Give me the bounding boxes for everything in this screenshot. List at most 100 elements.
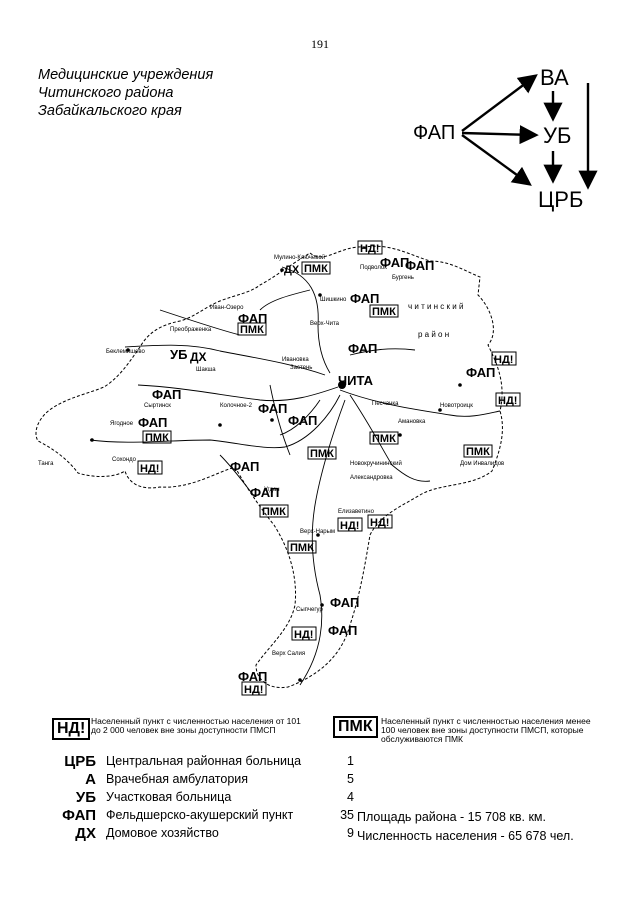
- place-label: Угдан: [264, 487, 280, 493]
- legend-name: Центральная районная больница: [106, 754, 302, 768]
- legend-name: Домовое хозяйство: [106, 826, 219, 840]
- place-label: Песчанка: [372, 401, 399, 407]
- map-nd-north: НД!: [360, 243, 379, 255]
- legend-name: Врачебная амбулатория: [106, 772, 249, 786]
- map-dh-pmk-north: ДХ: [284, 264, 300, 276]
- place-label: Новотроицк: [440, 403, 473, 409]
- map-fap-37: ФАП: [238, 669, 267, 684]
- legend-nd-symbol: НД!: [52, 718, 91, 740]
- legend-abbr: ФАП: [62, 806, 96, 824]
- map-fap-verh-chita: ФАП: [348, 341, 377, 356]
- map-nd-south-1: НД!: [340, 520, 359, 532]
- place-label: Новокручининский: [350, 460, 402, 467]
- map-fap-north-2: ФАП: [405, 258, 434, 273]
- legend-count: 35: [340, 808, 354, 822]
- legend-count: 4: [347, 790, 354, 804]
- place-label: Колочное-2: [220, 403, 253, 409]
- legend-count: 9: [347, 826, 354, 840]
- place-label: Ивановка: [282, 357, 309, 363]
- map-pmk-east: ПМК: [466, 446, 490, 458]
- legend-pmk-text: Населенный пункт с численностью населени…: [381, 716, 591, 744]
- scheme-fap-label: ФАП: [413, 122, 455, 144]
- district-border: [35, 245, 503, 689]
- map-ub-west: УБ: [170, 347, 187, 362]
- scheme-ub-label: УБ: [543, 123, 571, 148]
- legend-name: Фельдшерско-акушерский пункт: [106, 808, 294, 822]
- map-pmk-19: ПМК: [240, 324, 264, 336]
- map-pmk-south-1: ПМК: [262, 506, 286, 518]
- settlement-dots: [90, 268, 462, 682]
- map-pmk-center: ПМК: [310, 448, 334, 460]
- map-fap-south-1: ФАП: [250, 485, 279, 500]
- place-label: Верх-Чита: [310, 321, 340, 327]
- map-fap-20: ФАП: [152, 387, 181, 402]
- map-fap-21: ФАП: [138, 415, 167, 430]
- district-stats: Площадь района - 15 708 кв. км. Численно…: [357, 808, 574, 846]
- map-nd-south-2: НД!: [370, 517, 389, 529]
- map-city-label: ЧИТА: [338, 373, 374, 388]
- map-pmk-north: ПМК: [304, 263, 328, 275]
- map-fap-north-1: ФАП: [380, 255, 409, 270]
- map-nd-22: НД!: [140, 463, 159, 475]
- map-symbols: ДХ ПМК НД! ФАП ФАП ФАП ПМК ФАП ПМК ФАП У…: [137, 240, 521, 696]
- map-nd-south-3: НД!: [294, 629, 313, 641]
- place-label: Мулино-Ключевой: [274, 254, 325, 261]
- map-dh-west: ДХ: [190, 350, 207, 364]
- map-nd-south-4: НД!: [244, 684, 263, 696]
- scheme-crb-label: ЦРБ: [538, 187, 583, 212]
- title-line-2: Читинского района: [38, 85, 174, 101]
- title-line-3: Забайкальского края: [38, 103, 182, 119]
- legend-abbr: А: [85, 770, 96, 788]
- map-fap-center-3: ФАП: [230, 459, 259, 474]
- legend-abbr: УБ: [75, 788, 96, 806]
- place-label: Сохондо: [112, 457, 137, 463]
- legend-row: УБ Участковая больница 4: [40, 788, 354, 806]
- map-title: Медицинские учреждения Читинского района…: [38, 66, 213, 120]
- map-pmk-amanovka: ПМК: [372, 433, 396, 445]
- page-number: 191: [311, 37, 329, 51]
- map-fap-19: ФАП: [238, 311, 267, 326]
- map-fap-38: ФАП: [330, 595, 359, 610]
- scheme-arrows: [461, 74, 598, 190]
- map-district-word-1: ч и т и н с к и й: [408, 302, 463, 311]
- map-fap-east: ФАП: [466, 365, 495, 380]
- place-label: Сыртинск: [144, 403, 171, 409]
- district-population: Численность населения - 65 678 чел.: [357, 829, 574, 843]
- legend-row: ДХ Домовое хозяйство 9: [40, 824, 354, 842]
- map-nd-east-2: НД!: [498, 395, 517, 407]
- legend-nd-text: Населенный пункт с численностью населени…: [91, 716, 301, 735]
- scheme-va-label: ВА: [540, 65, 569, 90]
- map-pmk-shishkino: ПМК: [372, 306, 396, 318]
- place-label: Подволок: [360, 265, 387, 271]
- legend-row: А Врачебная амбулатория 5: [40, 770, 354, 788]
- district-map: ДХ ПМК НД! ФАП ФАП ФАП ПМК ФАП ПМК ФАП У…: [35, 240, 521, 696]
- legend-row: ФАП Фельдшерско-акушерский пункт 35: [40, 806, 354, 824]
- map-district-word-2: р а й о н: [418, 330, 449, 339]
- legend-facility-list: ЦРБ Центральная районная больница 1 А Вр…: [40, 752, 354, 842]
- place-label: Беклемишево: [106, 349, 146, 355]
- place-label: Елизаветино: [338, 509, 375, 515]
- map-fap-shishkino: ФАП: [350, 291, 379, 306]
- facility-hierarchy-diagram: ФАП ВА УБ ЦРБ: [413, 65, 598, 212]
- place-label: Амановка: [398, 419, 426, 425]
- map-pmk-south-2: ПМК: [290, 542, 314, 554]
- place-label: Шишкино: [320, 297, 347, 303]
- place-label: Сыпчегур: [296, 607, 323, 613]
- legend-count: 5: [347, 772, 354, 786]
- legend-pmk-symbol: ПМК: [333, 716, 378, 738]
- place-label: Верх Салия: [272, 651, 305, 657]
- place-label: Дом Инвалидов: [460, 461, 504, 467]
- roads-and-rivers: [89, 266, 501, 686]
- legend-count: 1: [347, 754, 354, 768]
- place-label: Танга: [38, 461, 54, 467]
- map-fap-center-1: ФАП: [258, 401, 287, 416]
- legend-row: ЦРБ Центральная районная больница 1: [40, 752, 354, 770]
- place-labels: Мулино-Ключевой Подволок Бургень Шишкино…: [38, 254, 504, 657]
- map-pmk-21: ПМК: [145, 432, 169, 444]
- place-label: Александровка: [350, 475, 393, 481]
- title-line-1: Медицинские учреждения: [38, 67, 214, 83]
- place-label: Верх-Нарым: [300, 529, 335, 535]
- place-label: Преображенка: [170, 327, 212, 333]
- map-fap-center-2: ФАП: [288, 413, 317, 428]
- district-area: Площадь района - 15 708 кв. км.: [357, 810, 546, 824]
